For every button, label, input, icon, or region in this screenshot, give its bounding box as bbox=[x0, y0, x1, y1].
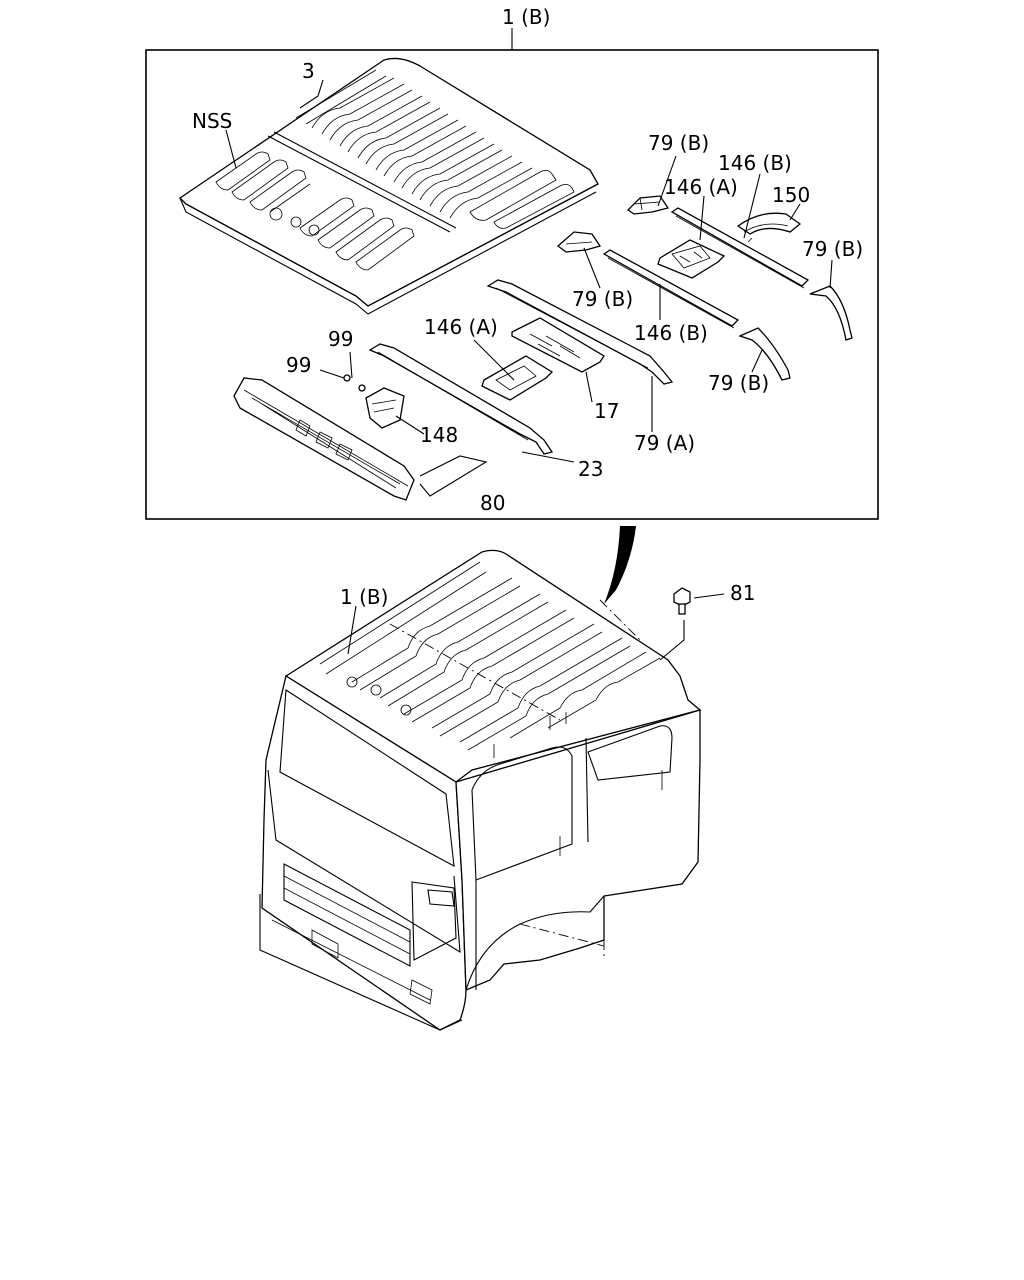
label-146b-2: 146 (B) bbox=[634, 321, 708, 345]
label-79a: 79 (A) bbox=[634, 431, 695, 455]
leader-bolt-location bbox=[659, 620, 685, 661]
label-99-2: 99 bbox=[286, 353, 311, 377]
label-99-1: 99 bbox=[328, 327, 353, 351]
label-79b-4: 79 (B) bbox=[708, 371, 769, 395]
label-assembly-cab: 1 (B) bbox=[340, 585, 388, 609]
rail-146b-mid bbox=[602, 249, 740, 329]
truck-cab-illustration bbox=[259, 549, 702, 1031]
label-81: 81 bbox=[730, 581, 755, 605]
leader-lines bbox=[225, 79, 833, 497]
label-80: 80 bbox=[480, 491, 505, 515]
bracket-79b-upper bbox=[626, 195, 670, 215]
plate-146a-upper bbox=[657, 239, 726, 279]
label-79b-2: 79 (B) bbox=[802, 237, 863, 261]
label-79b-3: 79 (B) bbox=[572, 287, 633, 311]
bracket-79b-mid bbox=[556, 231, 602, 253]
label-nss: NSS bbox=[192, 109, 232, 133]
bracket-79b-lower bbox=[738, 327, 791, 381]
bracket-150 bbox=[736, 212, 802, 243]
rail-146b-upper bbox=[670, 207, 810, 289]
rail-23 bbox=[368, 343, 554, 455]
front-header-80 bbox=[233, 377, 415, 501]
assembly-arrow-icon bbox=[604, 526, 636, 604]
label-23: 23 bbox=[578, 457, 603, 481]
leader-cab-1b bbox=[347, 605, 357, 655]
bracket-148 bbox=[365, 387, 405, 429]
plate-146a-lower bbox=[481, 355, 554, 401]
label-146a-2: 146 (A) bbox=[424, 315, 498, 339]
rail-79a bbox=[486, 279, 674, 385]
label-17: 17 bbox=[594, 399, 619, 423]
part-labels: 1 (B) 3 NSS 79 (B) 146 (B) 146 (A) 150 7… bbox=[192, 5, 863, 609]
label-79b-1: 79 (B) bbox=[648, 131, 709, 155]
label-146b-1: 146 (B) bbox=[718, 151, 792, 175]
leader-bolt-81 bbox=[693, 593, 725, 599]
clip-99 bbox=[343, 374, 366, 392]
label-150: 150 bbox=[772, 183, 810, 207]
label-part-3: 3 bbox=[302, 59, 315, 83]
plate-17 bbox=[511, 317, 605, 373]
bracket-79b-right bbox=[809, 285, 853, 341]
label-assembly-top: 1 (B) bbox=[502, 5, 550, 29]
label-146a-1: 146 (A) bbox=[664, 175, 738, 199]
bolt-icon bbox=[673, 587, 691, 615]
roof-panel-illustration bbox=[178, 57, 599, 315]
label-148: 148 bbox=[420, 423, 458, 447]
